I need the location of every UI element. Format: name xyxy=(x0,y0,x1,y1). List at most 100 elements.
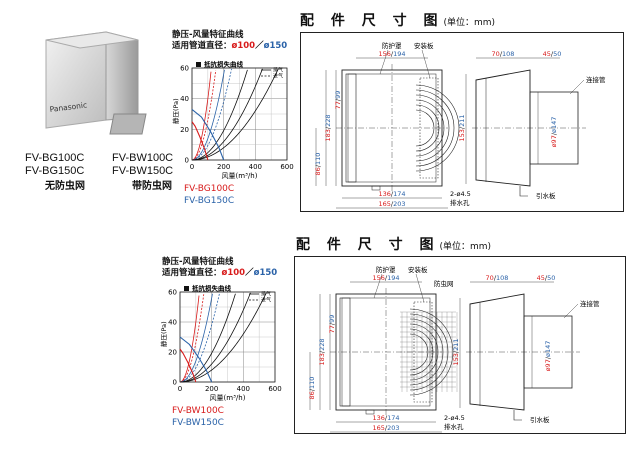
plot-frame xyxy=(191,67,288,161)
dimension-part: / xyxy=(314,164,322,167)
side-outline xyxy=(469,293,525,411)
label-hole: 2-ø4.5 xyxy=(450,190,471,198)
chart-top-model-blue: FV-BG150C xyxy=(184,196,235,206)
dimension-part: / xyxy=(334,98,342,101)
leader xyxy=(379,49,389,75)
side-outline xyxy=(475,69,531,187)
x-tick-label: 600 xyxy=(280,163,293,171)
x-tick-label: 200 xyxy=(217,163,230,171)
dimension-label: 45/50 xyxy=(543,50,562,58)
dimension-part: 156 xyxy=(378,50,390,58)
dimension-part: ø97 xyxy=(544,359,552,371)
dimension-label: 86/110 xyxy=(308,377,316,400)
y-tick-label: 40 xyxy=(180,95,189,103)
dimension-part: 153 xyxy=(458,129,466,141)
dimension-part: / xyxy=(391,200,394,208)
drawing-bottom: 防护罩安装板防虫网156/19477/99183/22886/110136/17… xyxy=(308,265,600,433)
dimension-part: / xyxy=(324,126,332,129)
dimension-part: 228 xyxy=(318,338,326,350)
y-tick-label: 20 xyxy=(168,349,177,357)
y-axis-label: 静压(Pa) xyxy=(171,98,180,124)
legend-label: 抵抗损失曲线 xyxy=(204,60,244,69)
dimension-part: 165 xyxy=(372,424,384,432)
label-drain: 排水孔 xyxy=(450,198,470,207)
dimension-label: 86/110 xyxy=(314,153,322,176)
y-tick-label: 60 xyxy=(180,65,189,73)
legend-label: 抵抗损失曲线 xyxy=(192,284,232,293)
leader xyxy=(373,273,383,299)
drain-hole xyxy=(371,185,381,191)
x-tick-label: 200 xyxy=(205,385,218,393)
drain-hole xyxy=(365,409,375,415)
x-axis-label: 风量(m³/h) xyxy=(210,394,246,402)
dimension-part: 77 xyxy=(334,101,342,109)
dimension-part: / xyxy=(318,350,326,353)
louvre-arc xyxy=(415,89,455,167)
models-right: FV-BW100C FV-BW150C 带防虫网 xyxy=(112,152,192,193)
label-hole: 2-ø4.5 xyxy=(444,414,465,422)
product-photo: Panasonic xyxy=(40,22,150,142)
legend-label: 排气 xyxy=(273,67,283,74)
mount-plate xyxy=(419,77,439,179)
dimension-part: 108 xyxy=(502,50,514,58)
dimension-part: / xyxy=(308,388,316,391)
leader xyxy=(563,303,579,319)
dimension-part: 211 xyxy=(458,114,466,126)
dimension-part: 203 xyxy=(387,424,399,432)
dimension-part: / xyxy=(551,50,554,58)
dimension-label: 156/194 xyxy=(372,274,399,282)
y-tick-label: 40 xyxy=(168,319,177,327)
y-tick-label: 0 xyxy=(185,157,189,165)
dimension-label: 77/99 xyxy=(328,315,336,334)
legend-label: 排气 xyxy=(261,291,271,298)
dimension-part: 174 xyxy=(387,414,399,422)
resistance-curve xyxy=(179,295,200,383)
label-waterplate: 引水板 xyxy=(536,191,556,200)
dimension-label: 153/211 xyxy=(458,114,466,141)
dimension-part: / xyxy=(385,274,388,282)
louvre-arc xyxy=(415,84,460,172)
dimension-label: ø97/ø147 xyxy=(544,341,552,372)
label-net: 防虫网 xyxy=(434,279,454,288)
chart-subtitle: 适用管道直径：ø100／ø150 xyxy=(162,268,278,278)
dimension-label: 136/174 xyxy=(372,414,399,422)
dimension-part: 136 xyxy=(372,414,384,422)
dimension-part: ø147 xyxy=(550,117,558,133)
dimension-part: / xyxy=(385,414,388,422)
water-plate xyxy=(513,410,522,421)
resistance-curve xyxy=(191,69,225,161)
dimension-label: 70/108 xyxy=(486,274,509,282)
chart-top-model-red: FV-BG100C xyxy=(184,184,235,194)
dimension-part: 156 xyxy=(372,274,384,282)
dimension-part: 136 xyxy=(378,190,390,198)
dimension-part: / xyxy=(391,50,394,58)
model-name: FV-BG100C xyxy=(25,152,85,164)
dimension-part: 99 xyxy=(334,91,342,99)
legend-swatch xyxy=(196,62,201,67)
resistance-curve xyxy=(179,293,213,383)
resistance-curve xyxy=(179,292,220,383)
drawing-frame-top xyxy=(300,32,624,212)
dimension-part: 203 xyxy=(393,200,405,208)
label-duct: 连接管 xyxy=(580,299,600,308)
leader xyxy=(415,273,425,303)
resistance-curve xyxy=(191,69,248,161)
dimension-part: / xyxy=(500,50,503,58)
dimension-part: 174 xyxy=(393,190,405,198)
dimension-part: 86 xyxy=(308,391,316,399)
y-tick-label: 20 xyxy=(180,126,189,134)
dimension-part: / xyxy=(391,190,394,198)
dimension-label: 136/174 xyxy=(378,190,405,198)
legend-label: 进气 xyxy=(261,297,271,304)
label-protect: 防护罩 xyxy=(376,265,396,274)
dimension-part: ø97 xyxy=(550,135,558,147)
dimension-label: 165/203 xyxy=(372,424,399,432)
louvre-arc xyxy=(415,109,435,147)
dimension-label: 45/50 xyxy=(537,274,556,282)
dimension-part: 183 xyxy=(318,353,326,365)
dimension-part: 110 xyxy=(308,377,316,389)
dimension-part: / xyxy=(544,356,552,359)
label-mount: 安装板 xyxy=(414,41,434,50)
series-line xyxy=(179,336,213,383)
